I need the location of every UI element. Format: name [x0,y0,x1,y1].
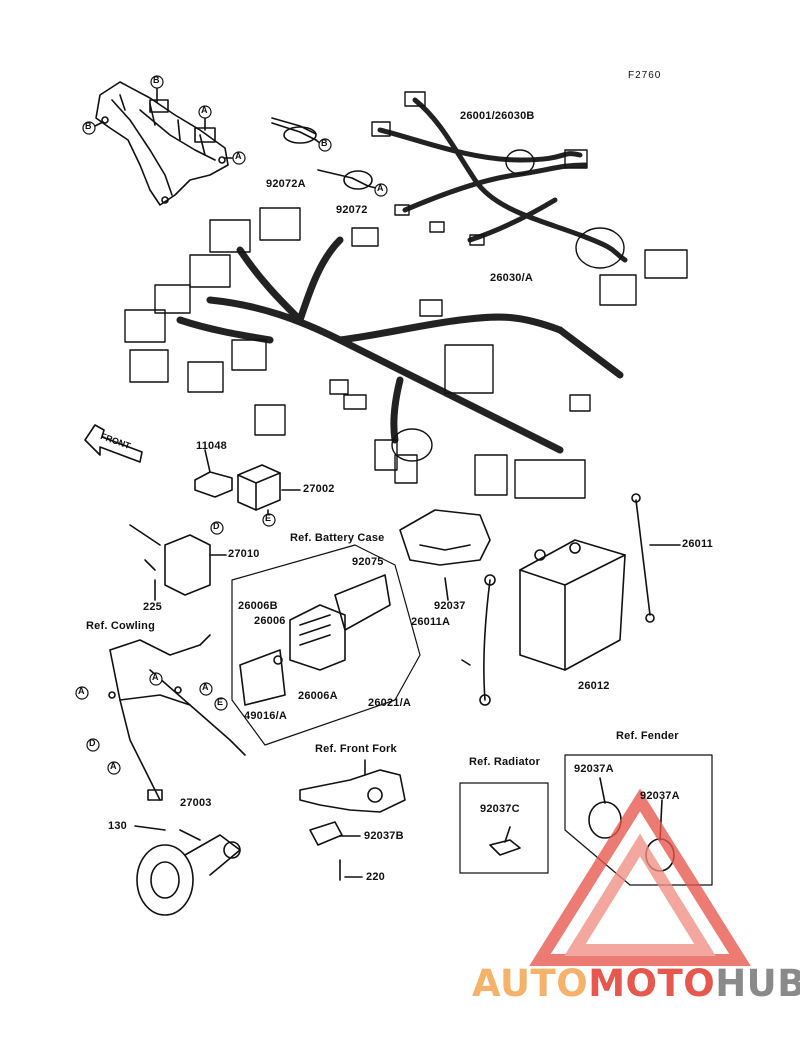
relay-27002-drawing [237,464,281,511]
part-92037a-right: 92037A [640,790,680,802]
battery-cable-26011-drawing [635,499,651,616]
part-26011: 26011 [682,538,713,550]
tie-strap-92072A-drawing [271,117,323,146]
callout-b-left: B [85,121,92,131]
figure-code: F2760 [628,70,662,81]
callout-e-relay: E [265,513,272,523]
ref-cowling: Ref. Cowling [86,620,156,632]
battery-26012-drawing [519,539,626,671]
part-92037b: 92037B [364,830,404,842]
part-92075: 92075 [352,556,384,568]
callout-b-strap: B [321,138,328,148]
battery-case-bracket-drawing [399,509,491,566]
callout-a-right: A [235,151,242,161]
front-fork-bracket-drawing [299,769,406,813]
cowling-bracket-drawing [108,634,246,801]
part-26001-26030b: 26001/26030B [460,110,535,122]
part-92037a-left: 92037A [574,763,614,775]
bracket-11048-drawing [194,471,233,498]
front-arrow-drawing [84,424,143,463]
part-26006: 26006 [254,615,286,627]
meter-bracket-drawing [95,81,229,206]
part-27003: 27003 [180,797,212,809]
fuse-strip-92075-drawing [334,574,391,631]
watermark-hub: HUB [715,962,800,1005]
callout-a-cowl-1: A [78,686,85,696]
callout-a-cowl-2: A [152,672,159,682]
part-92037: 92037 [434,600,466,612]
ref-fender: Ref. Fender [616,730,679,742]
part-26006a: 26006A [298,690,338,702]
watermark-moto: MOTO [588,962,716,1005]
regulator-27010-drawing [129,524,211,596]
watermark-brand-text: AUTOMOTOHUB [472,962,800,1005]
horn-27003-drawing [136,829,241,916]
radiator-ref-box [459,782,549,874]
part-225: 225 [143,601,162,613]
watermark-triangle-logo [529,788,751,966]
ref-battery-case: Ref. Battery Case [290,532,385,544]
part-92037c: 92037C [480,803,520,815]
part-49016a: 49016/A [244,710,287,722]
part-27002: 27002 [303,483,335,495]
part-26006b: 26006B [238,600,278,612]
fuse-box-26021-drawing [289,604,346,671]
part-26021a: 26021/A [368,697,411,709]
ref-radiator: Ref. Radiator [469,756,541,768]
callout-e-cowl: E [217,697,224,707]
part-92072a: 92072A [266,178,306,190]
callout-a-top: A [201,105,208,115]
part-26030a: 26030/A [490,272,533,284]
part-220: 220 [366,871,385,883]
callout-b-top: B [153,75,160,85]
part-130: 130 [108,820,127,832]
part-11048: 11048 [196,440,227,452]
part-26011a: 26011A [411,616,451,628]
callout-a-cowl-4: A [110,761,117,771]
tie-strap-92072-drawing [317,169,377,190]
sub-harness-26001-drawing [377,97,628,263]
part-92072: 92072 [336,204,368,216]
fuse-box-group-outline [231,544,421,746]
callout-d-regulator: D [213,521,220,531]
fuse-cover-49016-drawing [239,649,286,706]
part-27010: 27010 [228,548,260,560]
ref-front-fork: Ref. Front Fork [315,743,397,755]
main-harness-26030A-drawing [176,236,624,454]
battery-cable-26011A-drawing [483,579,491,701]
callout-d-cowl: D [89,738,96,748]
watermark-auto: AUTO [472,962,589,1005]
part-26012: 26012 [578,680,610,692]
callout-a-cowl-3: A [202,682,209,692]
callout-a-strap: A [377,183,384,193]
